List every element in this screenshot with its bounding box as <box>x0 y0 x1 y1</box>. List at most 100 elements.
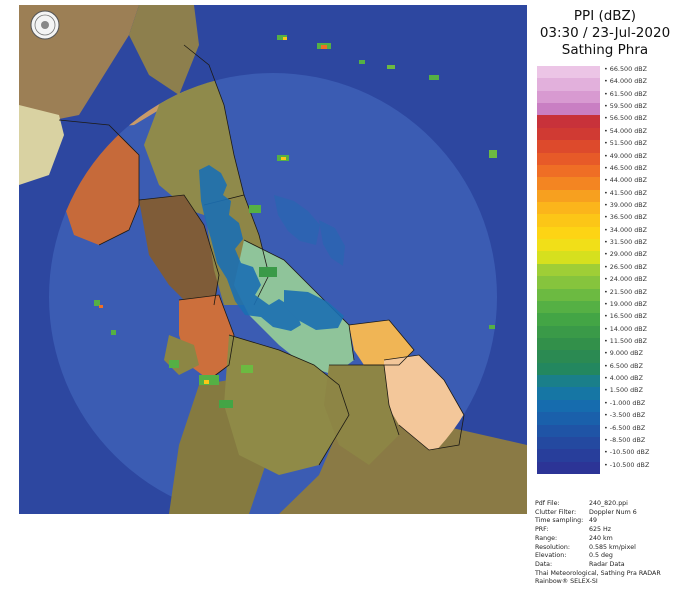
metadata-footer-agency: Thai Meteorological, Sathing Pra RADAR <box>535 569 661 577</box>
legend-entry: • 49.000 dBZ <box>537 152 682 165</box>
metadata-value: 240 km <box>589 534 613 542</box>
legend-entry: • 39.000 dBZ <box>537 201 682 215</box>
legend-label: • 41.500 dBZ <box>604 188 648 197</box>
legend-entry: • 21.500 dBZ <box>537 288 682 301</box>
metadata-value: 0.585 km/pixel <box>589 543 636 551</box>
legend-swatch <box>537 387 600 400</box>
legend-entry: • 44.000 dBZ <box>537 176 682 190</box>
metadata-value: Doppler Num 6 <box>589 508 637 516</box>
metadata-row: Pdf File:240_820.ppi <box>535 500 682 509</box>
metadata-row: Elevation: 0.5 deg <box>535 552 682 561</box>
legend-label: • 4.000 dBZ <box>604 374 643 383</box>
legend-swatch <box>537 313 600 326</box>
metadata-row: PRF: 625 Hz <box>535 526 682 535</box>
legend-swatch <box>537 127 600 141</box>
metadata-key: Resolution: <box>535 543 571 551</box>
title-station: Sathing Phra <box>561 42 649 58</box>
legend-swatch <box>537 66 600 79</box>
title-product: PPI (dBZ) <box>573 8 637 24</box>
legend-entry: • 54.000 dBZ <box>537 126 682 141</box>
legend-entry: • 19.000 dBZ <box>537 299 682 314</box>
legend-swatch <box>537 226 600 240</box>
legend-swatch <box>537 115 600 128</box>
legend-label: • -1.000 dBZ <box>604 398 646 407</box>
legend-label: • 56.500 dBZ <box>604 114 648 123</box>
metadata-value: 240_820.ppi <box>589 500 628 507</box>
legend-swatch <box>537 251 600 264</box>
legend-entry: • -10.500 dBZ <box>537 460 682 474</box>
metadata-key: Elevation: <box>535 552 567 560</box>
legend-swatch <box>537 288 600 301</box>
legend-swatch <box>537 103 600 116</box>
metadata-value: 49 <box>589 517 598 525</box>
legend-swatch <box>537 325 600 338</box>
legend-swatch <box>537 375 600 388</box>
legend-entry: • 29.000 dBZ <box>537 250 682 264</box>
metadata-key: Range: <box>535 534 558 542</box>
legend-swatch <box>537 202 600 215</box>
legend-label: • -3.500 dBZ <box>604 411 646 420</box>
metadata-row: Clutter Filter: Doppler Num 6 <box>535 509 682 518</box>
legend-entry: • 6.500 dBZ <box>537 361 682 376</box>
metadata-row: Range: 240 km <box>535 535 682 544</box>
legend-entry: • -1.000 dBZ <box>537 398 682 413</box>
legend-label: • 14.000 dBZ <box>604 324 648 333</box>
legend-swatch <box>537 164 600 178</box>
legend-label: • -10.500 dBZ <box>604 460 650 469</box>
radar-echo-light <box>199 165 345 331</box>
legend-label: • -8.500 dBZ <box>604 435 646 444</box>
legend-swatch <box>537 362 600 376</box>
metadata-value: 625 Hz <box>589 526 612 534</box>
legend-entry: • 14.000 dBZ <box>537 324 682 338</box>
legend-entry: • 51.500 dBZ <box>537 139 682 153</box>
metadata-footer-software: Rainbow® SELEX-SI <box>535 578 598 586</box>
thai-meteorological-seal-icon <box>30 10 60 40</box>
legend-label: • 29.000 dBZ <box>604 250 648 259</box>
legend-entry: • 64.000 dBZ <box>537 77 682 91</box>
legend-swatch <box>537 263 600 277</box>
legend-entry: • 1.500 dBZ <box>537 386 682 400</box>
legend-entry: • 4.000 dBZ <box>537 374 682 388</box>
legend-label: • 36.500 dBZ <box>604 213 648 222</box>
metadata-key: PRF: <box>535 526 549 534</box>
metadata-value: 0.5 deg <box>589 552 613 560</box>
legend-label: • 59.500 dBZ <box>604 102 648 111</box>
legend-label: • 46.500 dBZ <box>604 163 648 172</box>
metadata-key: Data: <box>535 560 553 568</box>
legend-label: • 19.000 dBZ <box>604 299 648 308</box>
radar-echo-moderate <box>94 35 497 408</box>
province-borders <box>58 44 465 466</box>
legend-entry: • 41.500 dBZ <box>537 188 682 202</box>
legend-entry: • -3.500 dBZ <box>537 411 682 425</box>
legend-swatch <box>537 350 600 363</box>
legend-entry: • 9.000 dBZ <box>537 349 682 363</box>
legend-swatch <box>537 300 600 314</box>
legend-label: • 16.500 dBZ <box>604 312 648 321</box>
metadata-key: Clutter Filter: <box>535 508 577 516</box>
legend-swatch <box>537 338 600 351</box>
title-datetime: 03:30 / 23-Jul-2020 <box>539 25 671 41</box>
legend-entry: • 24.000 dBZ <box>537 275 682 289</box>
legend-label: • -10.500 dBZ <box>604 448 650 457</box>
legend-swatch <box>537 399 600 413</box>
legend-label: • 54.000 dBZ <box>604 126 648 135</box>
legend-label: • 26.500 dBZ <box>604 262 648 271</box>
legend-swatch <box>537 412 600 425</box>
legend-swatch <box>537 424 600 437</box>
legend-label: • 31.500 dBZ <box>604 238 648 247</box>
legend-swatch <box>537 436 600 450</box>
legend-entry: • 66.500 dBZ <box>537 65 682 79</box>
legend-entry: • 61.500 dBZ <box>537 90 682 104</box>
metadata-row: Time sampling:49 <box>535 517 682 526</box>
legend-label: • 6.500 dBZ <box>604 361 643 370</box>
legend-swatch <box>537 140 600 153</box>
metadata-row: Resolution: 0.585 km/pixel <box>535 544 682 553</box>
legend-entry: • 36.500 dBZ <box>537 213 682 227</box>
legend-swatch <box>537 90 600 104</box>
radar-ppi-map <box>19 5 527 514</box>
legend-swatch <box>537 239 600 252</box>
legend-label: • 34.000 dBZ <box>604 225 648 234</box>
legend-entry: • -10.500 dBZ <box>537 448 682 462</box>
